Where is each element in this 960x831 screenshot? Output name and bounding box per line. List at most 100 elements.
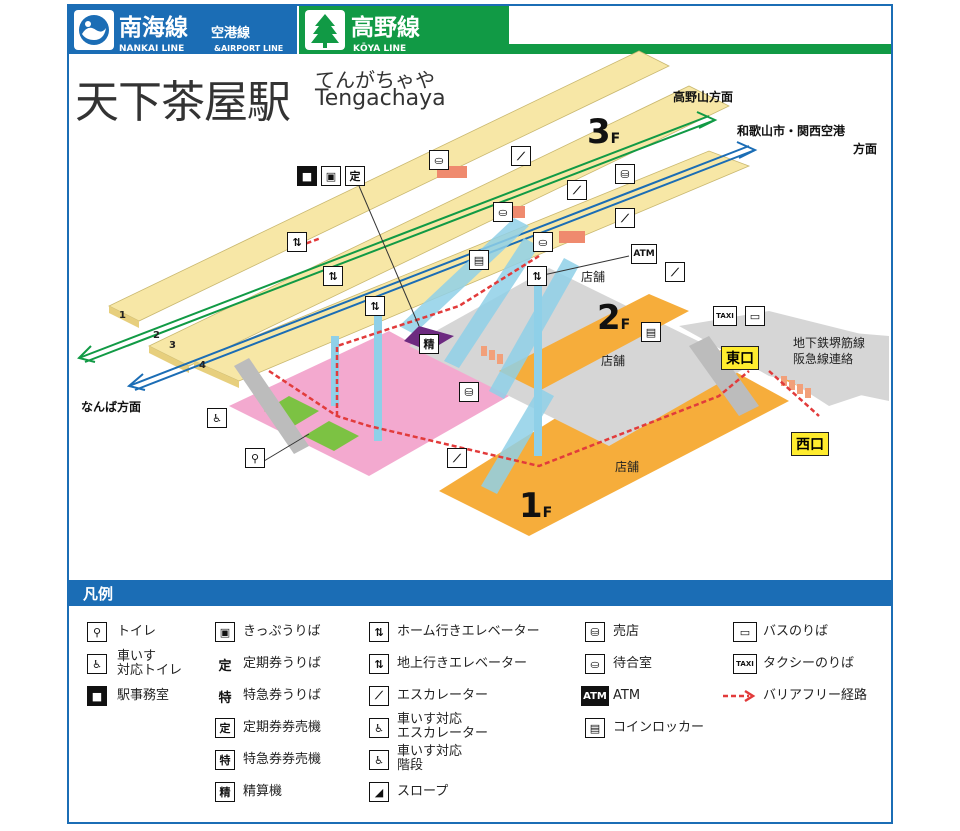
ticket-machines-east bbox=[781, 376, 811, 398]
shop-icon: ⛁ bbox=[615, 164, 635, 184]
tokkyu-machine-icon: 特 bbox=[215, 750, 235, 770]
legend-wheelchair-restroom: 車いす bbox=[117, 649, 157, 664]
legend-restroom: トイレ bbox=[117, 624, 157, 639]
nankai-line-title: 南海線 bbox=[119, 15, 188, 41]
wheelchair-restroom-icon: ♿ bbox=[87, 654, 107, 674]
restroom-icon: ⚲ bbox=[245, 448, 265, 468]
legend-bus: バスのりば bbox=[763, 624, 829, 639]
legend-wheelchair-stairs-2: 階段 bbox=[397, 758, 424, 773]
floor-2f-shop-orange bbox=[499, 294, 689, 391]
shop-icon: ⛁ bbox=[585, 622, 605, 642]
direction-koyasan: 高野山方面 bbox=[673, 90, 734, 104]
waiting-room-icon: ⛀ bbox=[429, 150, 449, 170]
koya-line-title: 高野線 bbox=[351, 15, 420, 41]
wheelchair-stairs-icon: ♿ bbox=[369, 750, 389, 770]
airport-line-title: 空港線 bbox=[211, 26, 251, 41]
legend-tokkyu-machine: 特急券券売機 bbox=[243, 752, 322, 767]
waiting-room-icon: ⛀ bbox=[493, 202, 513, 222]
barrier-free-route-icon bbox=[723, 689, 756, 703]
koya-track-lower bbox=[84, 119, 716, 363]
slope-icon: ◢ bbox=[369, 782, 389, 802]
nankai-track-lower bbox=[134, 149, 756, 391]
exit-passage bbox=[759, 331, 889, 406]
platform-elevator-icon: ⇅ bbox=[323, 266, 343, 286]
platform-edge-1 bbox=[109, 306, 139, 328]
locker-icon: ▤ bbox=[641, 322, 661, 342]
tokkyu-icon: 特 bbox=[215, 686, 235, 706]
barrier-free-route-4 bbox=[768, 370, 820, 417]
koya-logo-icon bbox=[305, 10, 345, 50]
legend-ground-elevator: 地上行きエレベーター bbox=[397, 656, 528, 671]
locker-icon: ▤ bbox=[585, 718, 605, 738]
barrier-free-route-2 bbox=[335, 254, 540, 416]
restroom-icon: ⚲ bbox=[87, 622, 107, 642]
nankai-logo-icon bbox=[74, 10, 114, 50]
floor-label-3f: 3F bbox=[587, 112, 621, 152]
teiki-icon: 定 bbox=[215, 654, 235, 674]
legend-wheelchair-stairs: 車いす対応 bbox=[397, 744, 463, 759]
platform-edge-4 bbox=[194, 361, 239, 388]
station-office-icon: ■ bbox=[297, 166, 317, 186]
legend-title: 凡例 bbox=[83, 585, 114, 603]
platform-elevator-icon: ⇅ bbox=[369, 622, 389, 642]
direction-namba: なんば方面 bbox=[81, 400, 142, 414]
legend-locker: コインロッカー bbox=[613, 720, 705, 735]
koya-line-english: KŌYA LINE bbox=[353, 44, 407, 54]
koya-arrow-right bbox=[696, 111, 718, 129]
legend-platform-elevator: ホーム行きエレベーター bbox=[397, 624, 540, 639]
koya-line-rule bbox=[299, 44, 891, 54]
leader-restroom bbox=[263, 433, 310, 462]
airport-line-english: &AIRPORT LINE bbox=[214, 44, 284, 53]
ticket-office-icon: ▣ bbox=[215, 622, 235, 642]
legend-atm: ATM bbox=[613, 688, 641, 703]
station-name-roman: Tengachaya bbox=[315, 86, 446, 111]
waiting-room-icon: ⛀ bbox=[585, 654, 605, 674]
nankai-arrow-right bbox=[736, 141, 758, 159]
stairs-to-east bbox=[689, 336, 759, 416]
escalator-3f-2f-left bbox=[399, 218, 529, 334]
station-office-icon: ■ bbox=[87, 686, 107, 706]
legend-ticket-office: きっぷうりば bbox=[243, 624, 321, 639]
legend-waiting-room: 待合室 bbox=[613, 656, 653, 671]
track-number-4: 4 bbox=[199, 360, 206, 371]
atm-icon: ATM bbox=[631, 244, 657, 264]
platform-elevator-icon: ⇅ bbox=[287, 232, 307, 252]
station-floor-diagram bbox=[77, 50, 889, 536]
platform-elevator-icon: ⇅ bbox=[365, 296, 385, 316]
koya-track-upper bbox=[78, 115, 710, 359]
legend-slope: スロープ bbox=[397, 784, 449, 799]
platform-elevator-icon: ⇅ bbox=[527, 266, 547, 286]
direction-wakayama-suffix: 方面 bbox=[853, 142, 878, 156]
legend-wheelchair-escalator-2: エスカレーター bbox=[397, 726, 489, 741]
legend-wheelchair-escalator: 車いす対応 bbox=[397, 712, 463, 727]
escalator-icon: ⟋ bbox=[511, 146, 531, 166]
east-exit-label: 東口 bbox=[721, 346, 759, 370]
locker-icon: ▤ bbox=[469, 250, 489, 270]
station-name: 天下茶屋駅 bbox=[75, 77, 291, 128]
legend-barrier-free-route: バリアフリー経路 bbox=[763, 688, 868, 703]
barrier-free-route-3 bbox=[268, 369, 750, 468]
legend-header-bar bbox=[69, 580, 891, 606]
nankai-track-upper bbox=[128, 145, 750, 387]
teiki-office-icon: 定 bbox=[345, 166, 365, 186]
escalator-icon: ⟋ bbox=[369, 686, 389, 706]
taxi-icon: TAXI bbox=[733, 654, 757, 674]
ticket-office-icon: ▣ bbox=[321, 166, 341, 186]
hankyu-connection: 阪急線連絡 bbox=[793, 352, 854, 366]
atm-icon: ATM bbox=[581, 686, 609, 706]
escalator-icon: ⟋ bbox=[615, 208, 635, 228]
escalator-icon: ⟋ bbox=[447, 448, 467, 468]
escalator-icon: ⟋ bbox=[665, 262, 685, 282]
nankai-arrow-left bbox=[126, 373, 146, 391]
station-map-frame: 南海線 空港線 NANKAI LINE &AIRPORT LINE 高野線 KŌ… bbox=[67, 4, 893, 824]
west-exit-label: 西口 bbox=[791, 432, 829, 456]
elevator-shaft-1 bbox=[331, 336, 339, 406]
stairs-platform-4 bbox=[234, 358, 309, 454]
nankai-line-english: NANKAI LINE bbox=[119, 44, 185, 54]
legend-teiki-machine: 定期券券売機 bbox=[243, 720, 322, 735]
legend-teiki-office: 定期券うりば bbox=[243, 656, 322, 671]
track-number-2: 2 bbox=[153, 330, 160, 341]
track-number-3: 3 bbox=[169, 340, 176, 351]
floor-label-2f: 2F bbox=[597, 298, 631, 338]
waiting-room-icon: ⛀ bbox=[533, 232, 553, 252]
